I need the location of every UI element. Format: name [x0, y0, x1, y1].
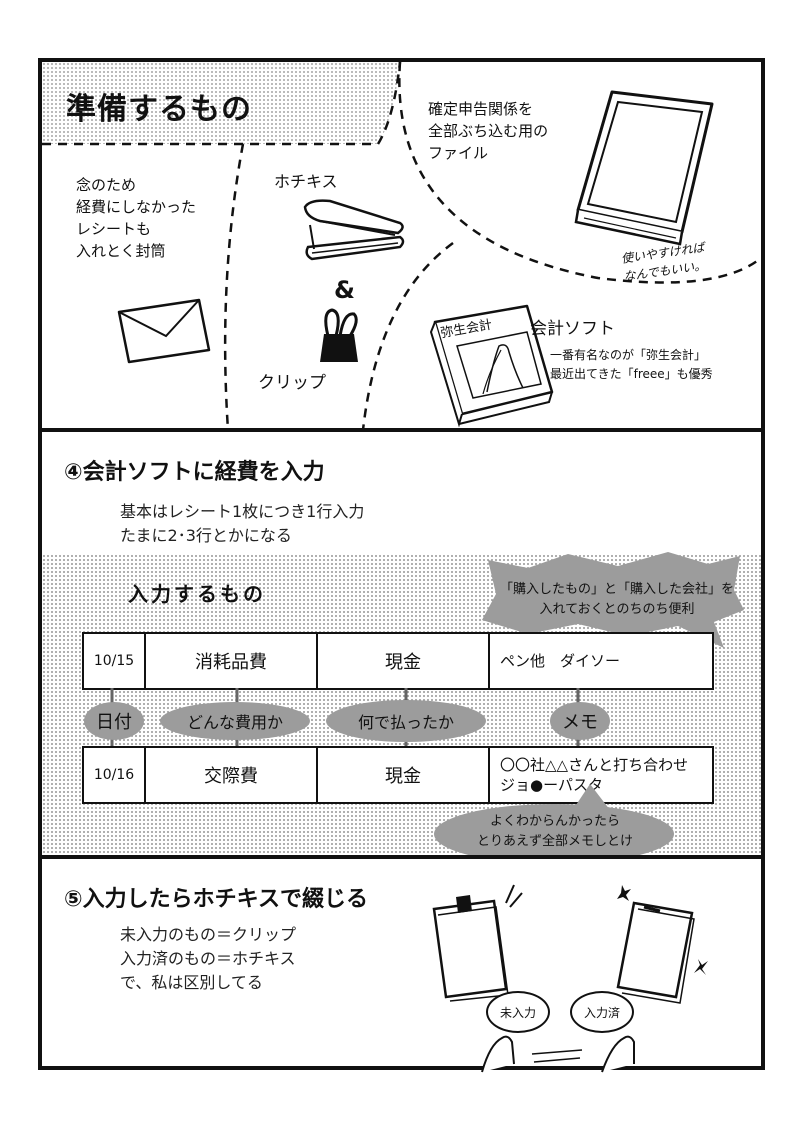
stapler-icon	[303, 199, 405, 261]
right-sign: 入力済	[570, 991, 634, 1033]
envelope-icon	[117, 298, 211, 364]
label-payment: 何で払ったか	[326, 700, 486, 742]
clipped-receipts-icon	[432, 884, 523, 1002]
envelope-text: 念のため 経費にしなかった レシートも 入れとく封筒	[76, 176, 197, 260]
payment-cell: 現金	[316, 746, 490, 804]
software-box-icon	[429, 304, 554, 428]
date-cell: 10/16	[82, 746, 146, 804]
label-date: 日付	[84, 702, 144, 740]
panel-title: 準備するもの	[66, 92, 252, 127]
ampersand: &	[334, 276, 355, 304]
hands-illustration	[481, 1035, 635, 1073]
top-spiky-bubble	[482, 552, 744, 648]
left-sign-text: 未入力	[499, 1005, 536, 1020]
panel-stapling: ⑤入力したらホチキスで綴じる 未入力のもの＝クリップ 入力済のもの＝ホチキス で…	[38, 855, 765, 1073]
panel-input: ④会計ソフトに経費を入力 基本はレシート1枚につき1行入力 たまに2･3行とかに…	[38, 428, 765, 864]
section-heading-4: ④会計ソフトに経費を入力	[64, 460, 325, 485]
section-heading-5: ⑤入力したらホチキスで綴じる	[64, 887, 368, 912]
table-row: 10/16 交際費 現金 〇〇社△△さんと打ち合わせ ジョ●ーパスタ	[82, 746, 714, 804]
file-binder-icon	[574, 90, 714, 246]
stapler-label: ホチキス	[274, 172, 338, 191]
software-desc: 一番有名なのが「弥生会計」 最近出てきた「freee」も優秀	[550, 348, 713, 381]
file-text: 確定申告関係を 全部ぶち込む用の ファイル	[428, 100, 549, 162]
ledger-row-2: 10/16 交際費 現金 〇〇社△△さんと打ち合わせ ジョ●ーパスタ	[82, 746, 714, 804]
binder-clip-icon	[320, 308, 358, 362]
payment-cell: 現金	[316, 632, 490, 690]
memo-cell: 〇〇社△△さんと打ち合わせ ジョ●ーパスタ	[488, 746, 714, 804]
section-desc-4: 基本はレシート1枚につき1行入力 たまに2･3行とかになる	[120, 502, 365, 545]
date-cell: 10/15	[82, 632, 146, 690]
clip-label: クリップ	[258, 373, 326, 393]
category-cell: 消耗品費	[144, 632, 318, 690]
subheading-input: 入力するもの	[128, 582, 266, 606]
bottom-bubble-text: よくわからんかったら とりあえず全部メモしとけ	[476, 814, 633, 849]
left-sign: 未入力	[486, 991, 550, 1033]
ledger-row-1: 10/15 消耗品費 現金 ペン他 ダイソー	[82, 632, 714, 690]
panel-preparation: 準備するもの 念のため 経費にしなかった レシートも 入れとく封筒 ホチキス &…	[38, 58, 765, 433]
stapled-receipts-icon	[616, 885, 708, 1004]
table-row: 10/15 消耗品費 現金 ペン他 ダイソー	[82, 632, 714, 690]
memo-cell: ペン他 ダイソー	[488, 632, 714, 690]
label-category: どんな費用か	[160, 702, 310, 740]
label-memo: メモ	[550, 702, 610, 740]
category-cell: 交際費	[144, 746, 318, 804]
header-tone-shape	[42, 61, 762, 431]
right-sign-text: 入力済	[583, 1005, 620, 1020]
section-desc-5: 未入力のもの＝クリップ 入力済のもの＝ホチキス で、私は区別してる	[120, 925, 297, 992]
software-label: 会計ソフト	[530, 319, 615, 339]
bottom-oval-bubble	[434, 784, 674, 864]
top-bubble-text: 「購入したもの」と「購入した会社」を 入れておくとのちのち便利	[499, 582, 734, 617]
